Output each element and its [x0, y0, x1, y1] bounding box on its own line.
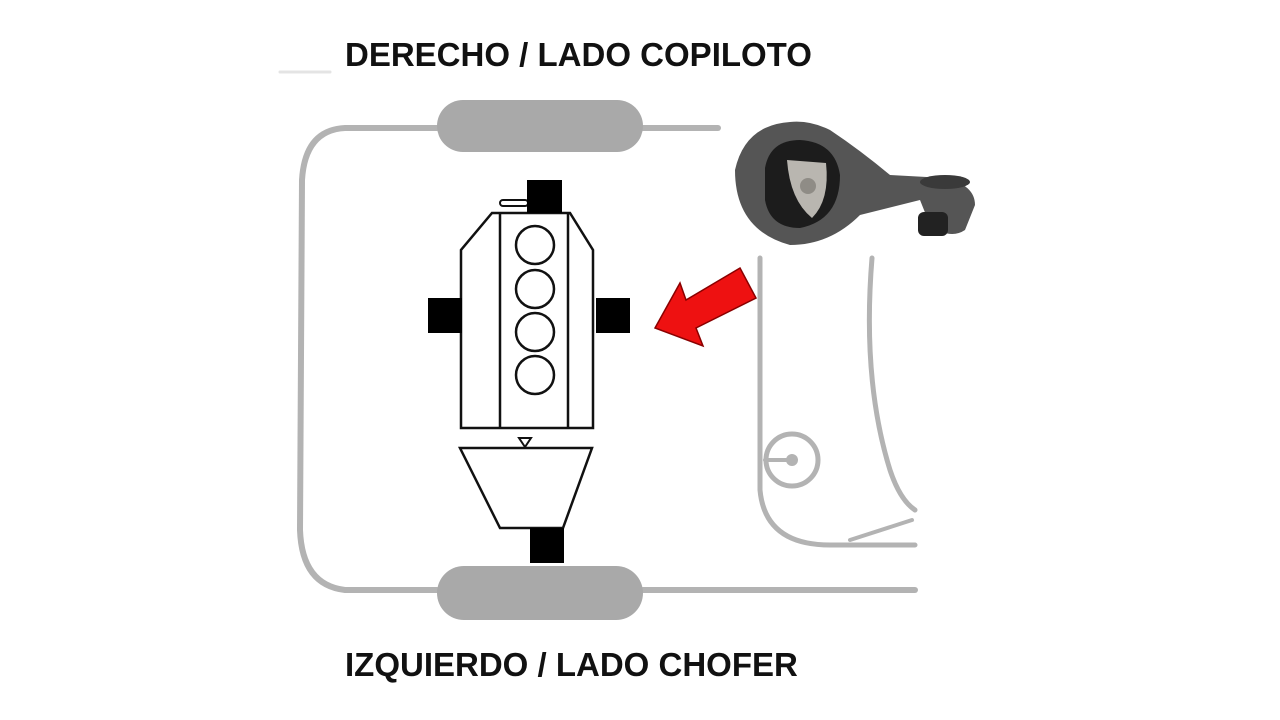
mount-top [527, 180, 562, 213]
gearbox [457, 437, 594, 530]
cylinder [514, 268, 556, 310]
mount-left [428, 298, 462, 333]
red-arrow-icon [653, 266, 758, 348]
cylinder [514, 311, 556, 353]
engine-mounts [428, 180, 630, 563]
steering-pivot [763, 431, 821, 489]
engine-mount-part-photo [735, 121, 975, 245]
cylinder [514, 354, 556, 396]
front-right-wheel [437, 100, 643, 152]
front-left-wheel [437, 566, 643, 620]
right-side-passenger-label: DERECHO / LADO COPILOTO [345, 36, 812, 73]
cylinder [514, 224, 556, 266]
car-body-outline [278, 70, 918, 593]
mount-right [596, 298, 630, 333]
left-side-driver-label: IZQUIERDO / LADO CHOFER [345, 646, 798, 683]
engine-block [459, 199, 595, 430]
mount-bottom [530, 528, 564, 563]
